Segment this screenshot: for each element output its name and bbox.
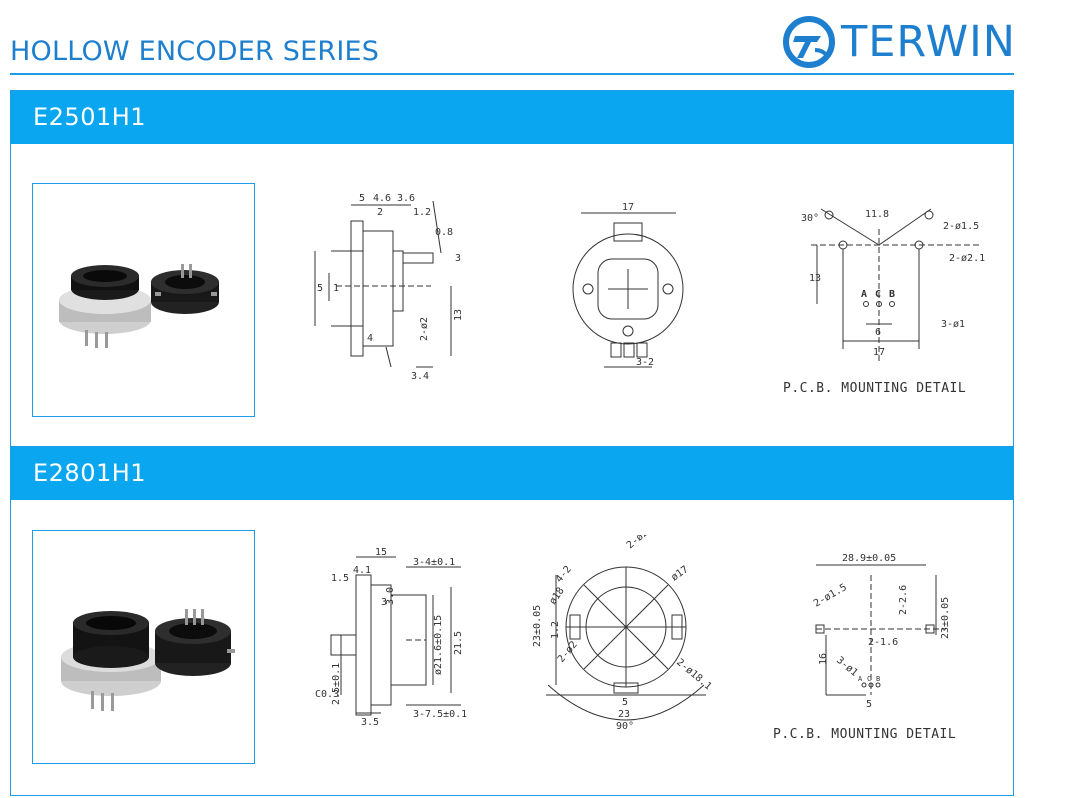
pin-label: C — [867, 675, 871, 683]
dim-label: ø17 — [669, 564, 690, 583]
dim-label: 2-ø1.5 — [943, 221, 979, 232]
front-view-drawing: 17 3-2 — [572, 202, 684, 368]
dim-label: 1 — [333, 283, 339, 294]
dim-label: 17 — [873, 347, 885, 358]
dim-label: 2-1.6 — [868, 637, 898, 648]
dim-label: 3-ø1 — [941, 319, 965, 330]
side-view-drawing: 5 4.6 3.6 2 1.2 0.8 3 5 1 4 2-ø2 13 3.4 — [314, 193, 464, 382]
dim-label: 23±0.05 — [532, 605, 543, 647]
brand-name: TERWIN — [841, 17, 1016, 67]
dim-label: 1.2 — [550, 621, 561, 639]
encoder-photo-icon — [61, 609, 235, 711]
dim-label: 2-ø2 — [419, 317, 430, 341]
dim-label: 28.9±0.05 — [842, 553, 896, 564]
terwin-logo-icon — [783, 16, 835, 68]
dim-label: 21.5 — [453, 631, 464, 655]
dim-label: 3.0 — [385, 587, 396, 605]
product-section-e2801h1: E2801H1 — [10, 446, 1014, 796]
dim-label: 1.5 — [331, 573, 349, 584]
pin-label: C — [875, 289, 881, 300]
dim-label: 1.2 — [413, 207, 431, 218]
brand-logo: TERWIN — [781, 12, 1016, 72]
dim-label: 5 — [866, 699, 872, 710]
dim-label: 3-4±0.1 — [413, 557, 455, 568]
dim-label: 2-ø18.1 — [674, 657, 713, 693]
dim-label: ø21.6±0.15 — [433, 615, 444, 675]
dim-label: 5 — [359, 193, 365, 204]
dim-label: 4-2 — [554, 564, 574, 585]
dim-label: 5 — [317, 283, 323, 294]
dim-label: 23 — [618, 709, 630, 720]
dim-label: 2-ø1.5 — [812, 582, 849, 610]
dim-label: 16 — [818, 653, 829, 665]
pcb-mounting-drawing: 30° 11.8 2-ø1.5 2-ø2.1 13 6 17 3-ø1 A C … — [801, 208, 985, 364]
dim-label: C0.3 — [315, 689, 339, 700]
dim-label: 3.4 — [411, 371, 429, 382]
encoder-photo-icon — [59, 264, 219, 348]
dim-label: 17 — [622, 202, 634, 213]
dim-label: 13 — [809, 273, 821, 284]
dim-label: 30° — [801, 213, 819, 224]
pin-label: B — [876, 675, 880, 683]
side-view-drawing: 15 1.5 4.1 3-4±0.1 3.0 3 ø21.6±0.15 21.5… — [315, 547, 467, 728]
pin-label: B — [889, 289, 895, 300]
pin-label: A — [858, 675, 863, 683]
dim-label: 4 — [367, 333, 373, 344]
product-photo — [32, 183, 255, 417]
dim-label: 2-ø2.1 — [949, 253, 985, 264]
dim-label: 11.8 — [865, 209, 889, 220]
dim-label: 2-ø2.5 — [625, 535, 660, 551]
section-title: E2801H1 — [11, 447, 1013, 500]
dim-label: 2 — [377, 207, 383, 218]
dim-label: 2.5±0.1 — [331, 663, 342, 705]
dim-label: 6 — [875, 327, 881, 338]
dim-label: 13 — [453, 309, 464, 321]
dim-label: 4.6 — [373, 193, 391, 204]
dim-label: 3-7.5±0.1 — [413, 709, 467, 720]
dim-label: 2-2.6 — [898, 585, 909, 615]
product-section-e2501h1: E2501H1 — [10, 90, 1014, 446]
dim-label: 3.5 — [361, 717, 379, 728]
dim-label: 5 — [622, 697, 628, 708]
pcb-caption: P.C.B. MOUNTING DETAIL — [783, 381, 967, 396]
section-title: E2501H1 — [11, 91, 1013, 144]
dim-label: 23±0.05 — [940, 597, 951, 639]
dim-label: 3.6 — [397, 193, 415, 204]
dim-label: ø18 — [547, 586, 566, 607]
page-title: HOLLOW ENCODER SERIES — [10, 36, 380, 67]
dim-label: 3 — [381, 597, 387, 608]
dim-label: 3-2 — [636, 357, 654, 368]
dim-label: 90° — [616, 721, 634, 732]
pin-label: A — [861, 289, 867, 300]
product-photo — [32, 530, 255, 764]
dim-label: 3 — [455, 253, 461, 264]
dim-label: 3-ø1 — [834, 655, 860, 679]
dim-label: 15 — [375, 547, 387, 558]
dim-label: 0.8 — [435, 227, 453, 238]
dim-label: 4.1 — [353, 565, 371, 576]
pcb-mounting-drawing: 28.9±0.05 2-ø1.5 2-2.6 23±0.05 2-1.6 16 … — [812, 553, 951, 710]
pcb-caption: P.C.B. MOUNTING DETAIL — [773, 727, 957, 742]
header-divider — [10, 73, 1014, 75]
front-view-drawing: 2-ø2.5 4-2 ø18 ø17 23±0.05 1.2 2-ø2 2-ø1… — [532, 535, 713, 732]
